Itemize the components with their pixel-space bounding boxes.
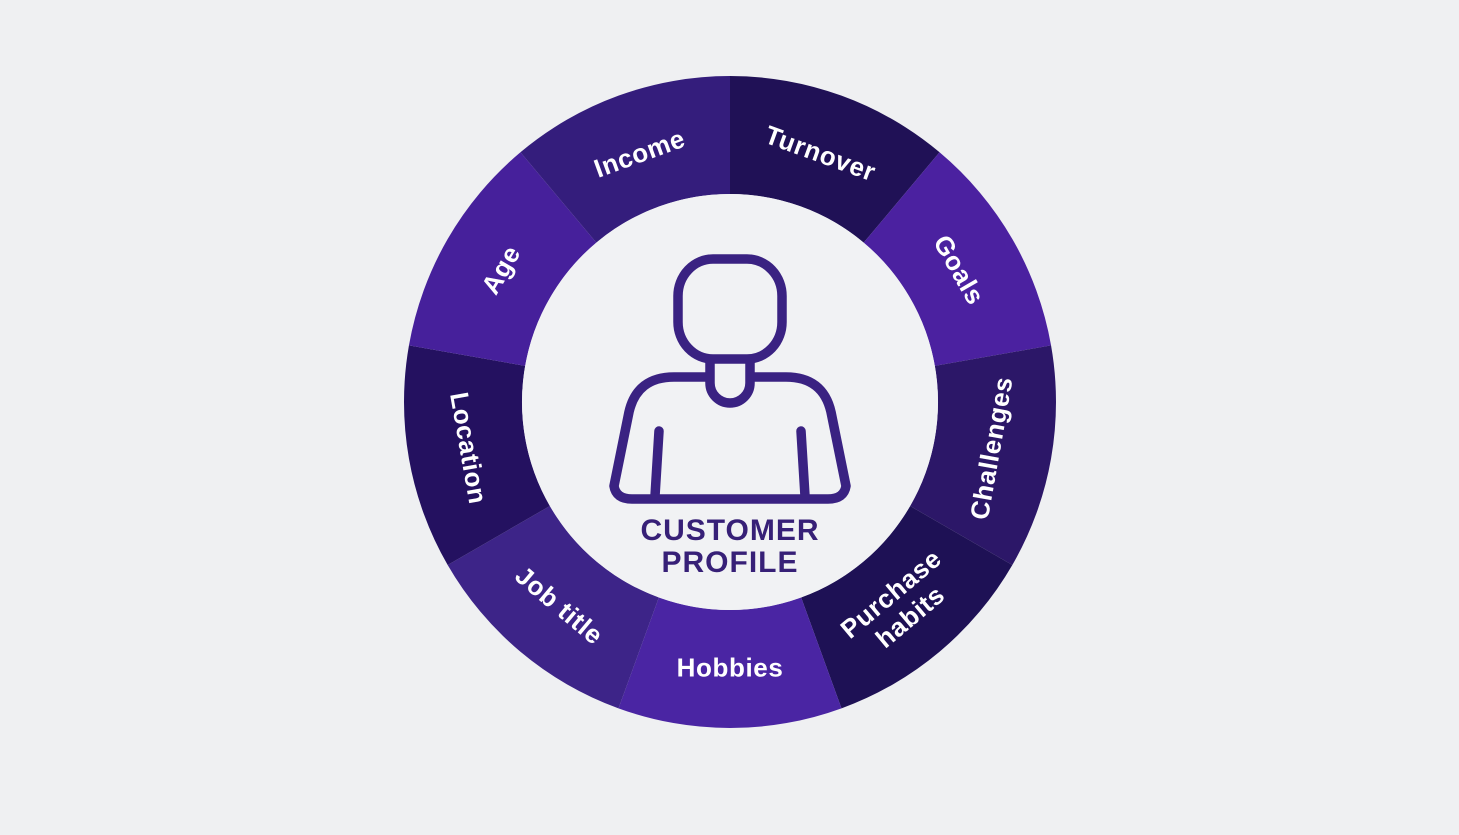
person-arm-right — [796, 426, 810, 501]
person-arm-left — [650, 426, 664, 501]
center-title-line1: CUSTOMER — [640, 514, 819, 547]
center-title-line2: PROFILE — [661, 546, 798, 579]
segment-challenges — [910, 345, 1057, 565]
person-torso — [609, 372, 851, 504]
segment-age — [408, 152, 597, 366]
person-neck — [705, 348, 755, 408]
segment-turnover — [730, 76, 940, 243]
segment-job-title — [447, 506, 659, 709]
segment-location — [404, 345, 550, 565]
donut-ring — [404, 76, 1057, 728]
segment-label-hobbies: Hobbies — [677, 652, 784, 682]
segment-income — [520, 76, 730, 243]
segment-hobbies — [618, 597, 842, 728]
segment-goals — [863, 152, 1052, 366]
segment-purchase-habits — [801, 506, 1013, 709]
person-head — [673, 254, 787, 364]
person-icon — [609, 254, 851, 504]
